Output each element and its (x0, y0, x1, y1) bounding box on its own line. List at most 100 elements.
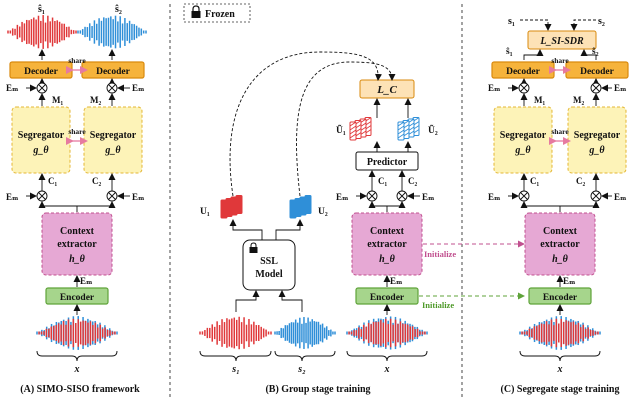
em-label-c1: Eₘ (488, 83, 501, 93)
h-theta-c: h_θ (552, 254, 569, 265)
g-theta-c2: g_θ (588, 145, 605, 156)
predictor-box (355, 151, 419, 171)
loss-lc-label: L_C (376, 84, 397, 96)
initialize-label-1: Initialize (424, 249, 456, 259)
shat1-label-c: ŝ₁ (506, 47, 513, 57)
em-label-c2: Eₘ (614, 83, 627, 93)
c1-label-b: C₁ (378, 176, 387, 186)
waveform-s1 (199, 316, 272, 350)
c1-label-c: C₁ (530, 176, 539, 186)
waveform-mixture-c (519, 316, 601, 350)
c2-label-c: C₂ (576, 176, 585, 186)
c2-label: C₂ (92, 176, 101, 186)
context-c-line2: extractor (540, 239, 580, 250)
encoder-c-label: Encoder (543, 293, 578, 303)
x-label-c: x (557, 364, 563, 375)
lock-icon-ssl (249, 242, 258, 253)
em-label-a5: Eₘ (80, 276, 93, 286)
decoder-1-label: Decoder (24, 67, 59, 77)
brace-s2 (274, 350, 336, 362)
loss-lc-box (359, 79, 415, 99)
s2-label-c: s₂ (598, 16, 605, 27)
dashed-u1-loss (229, 51, 382, 197)
waveform-s1-estimate (7, 15, 77, 49)
context-extractor-a (41, 212, 113, 276)
em-label-a1: Eₘ (6, 83, 19, 93)
panel-c: s₁ s₂ L_SI-SDR ŝ₁ ŝ₂ Decoder Decoder sha… (488, 16, 629, 395)
context-b-line2: extractor (367, 239, 407, 250)
s2-label-b: s₂ (297, 364, 305, 375)
segregator-c1-label: Segregator (500, 130, 547, 141)
s1-label-c: s₁ (508, 16, 515, 27)
initialize-label-2: Initialize (422, 300, 454, 310)
em-label-a2: Eₘ (132, 83, 145, 93)
u1-label: U₁ (200, 207, 210, 217)
em-label-a4: Eₘ (132, 192, 145, 202)
caption-b: (B) Group stage training (265, 384, 370, 395)
x-label-b: x (384, 364, 390, 375)
context-extractor-b (351, 212, 423, 276)
h-theta-a: h_θ (69, 254, 86, 265)
ut1-label: Ũ₁ (336, 124, 346, 136)
segregator-c2-label: Segregator (574, 130, 621, 141)
em-label-b1: Eₘ (336, 192, 349, 202)
em-label-c5: Eₘ (563, 276, 576, 286)
tokens-u-tilde-2 (397, 117, 420, 141)
shat1-label: ŝ₁ (38, 4, 45, 15)
c1-label: C₁ (48, 176, 57, 186)
ssl-line1: SSL (260, 256, 278, 267)
g-theta-1: g_θ (32, 145, 49, 156)
decoder-2-label: Decoder (96, 67, 131, 77)
u2-label: U₂ (318, 207, 328, 217)
predictor-label: Predictor (367, 157, 408, 168)
tokens-u-tilde-1 (349, 117, 372, 141)
waveform-mixture-b (346, 316, 428, 350)
waveform-s2-estimate (77, 15, 147, 49)
context-a-line1: Context (60, 226, 95, 237)
m2-label: M₂ (90, 95, 101, 105)
context-c-line1: Context (543, 226, 578, 237)
m2-label-c: M₂ (573, 95, 584, 105)
decoder-c1-label: Decoder (506, 67, 541, 77)
em-label-c3: Eₘ (488, 192, 501, 202)
brace-b-x (346, 350, 428, 362)
context-extractor-c (524, 212, 596, 276)
share-label-c-seg: share (551, 127, 569, 136)
panel-b: Frozen L_C Ũ₁ Ũ₂ Predictor C₁ C₂ Eₘ Eₘ (183, 3, 525, 395)
loss-sisdr-label: L_SI-SDR (539, 36, 584, 47)
tokens-u1 (220, 195, 243, 219)
s1-label-b: s₁ (231, 364, 239, 375)
ssl-line2: Model (255, 269, 282, 280)
waveform-s2 (274, 317, 336, 349)
ut2-label: Ũ₂ (428, 124, 438, 136)
share-label-c-dec: share (551, 56, 569, 65)
caption-c: (C) Segregate stage training (501, 384, 620, 395)
em-label-b3: Eₘ (390, 276, 403, 286)
encoder-b-label: Encoder (370, 293, 405, 303)
brace-s1 (199, 350, 272, 362)
c2-label-b: C₂ (408, 176, 417, 186)
share-label-seg: share (68, 127, 86, 136)
shat2-label-c: ŝ₂ (592, 47, 599, 57)
panel-a: ŝ₁ ŝ₂ Decoder Decoder share Eₘ Eₘ M₁ M₂ … (6, 4, 147, 395)
context-b-line1: Context (370, 226, 405, 237)
x-label-a: x (74, 364, 80, 375)
em-label-c4: Eₘ (614, 192, 627, 202)
m1-label: M₁ (52, 95, 63, 105)
brace-a (36, 350, 118, 362)
brace-c (519, 350, 601, 362)
m1-label-c: M₁ (534, 95, 545, 105)
segregator-2-label: Segregator (90, 130, 137, 141)
lock-icon (191, 5, 201, 18)
share-label-dec: share (68, 56, 86, 65)
tokens-u2 (289, 195, 312, 219)
em-label-b2: Eₘ (422, 192, 435, 202)
frozen-text: Frozen (205, 9, 235, 20)
g-theta-c1: g_θ (514, 145, 531, 156)
caption-a: (A) SIMO-SISO framework (20, 384, 140, 395)
encoder-a-label: Encoder (60, 293, 95, 303)
context-a-line2: extractor (57, 239, 97, 250)
h-theta-b: h_θ (379, 254, 396, 265)
g-theta-2: g_θ (104, 145, 121, 156)
